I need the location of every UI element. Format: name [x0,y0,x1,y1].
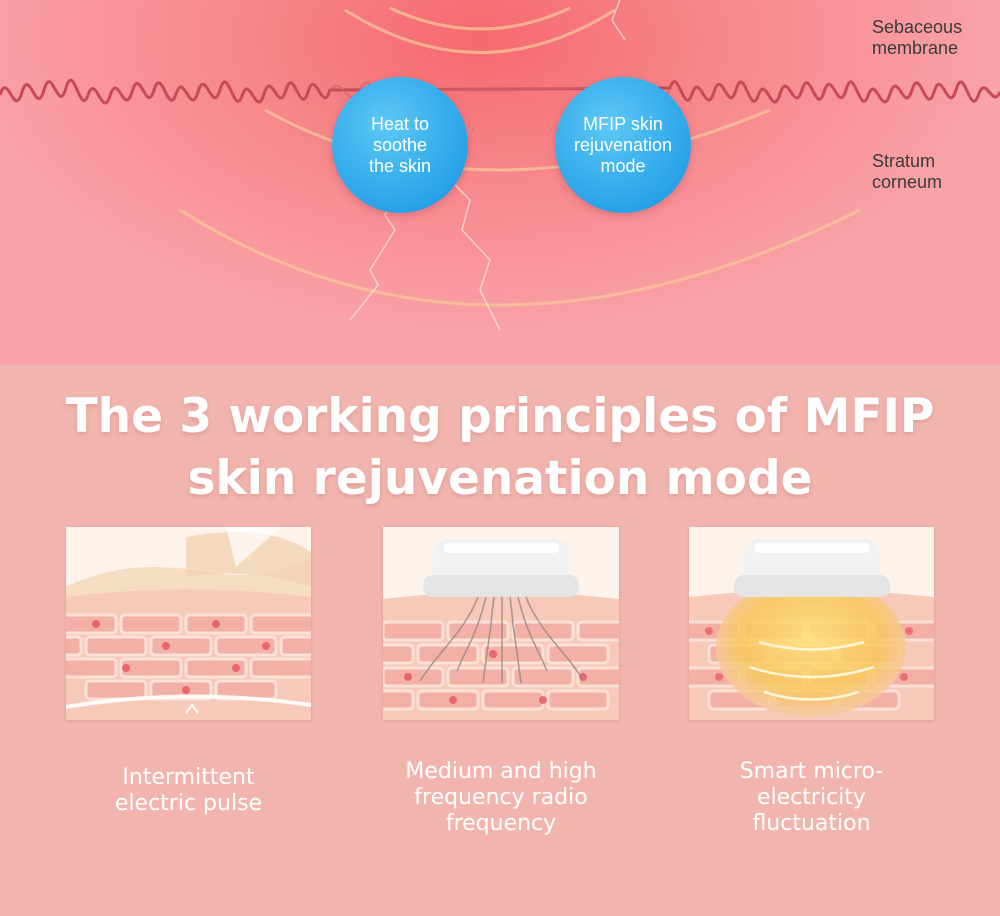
skin-wave-illustration [0,0,1000,331]
micro-current-device-icon [689,527,934,720]
skin-illustration: Heat to soothe the skin MFIP skin rejuve… [0,0,1000,365]
principle-caption-3: Smart micro- electricity fluctuation [739,759,884,836]
title-line-2: skin rejuvenation mode [187,451,813,506]
skin-layers-icon [66,527,311,720]
stratum-corneum-label: Stratum corneum [872,151,943,192]
title-line-1: The 3 working principles of MFIP [65,389,935,444]
principle-panel-1 [66,527,311,720]
principle-panel-3 [689,527,934,720]
principle-caption-1: Intermittent electric pulse [114,765,263,816]
sebaceous-membrane-label: Sebaceous membrane [872,17,963,58]
principle-panel-2 [383,527,619,720]
radio-frequency-device-icon [383,527,619,720]
page-title: The 3 working principles of MFIP skin re… [0,386,1000,510]
principle-caption-2: Medium and high frequency radio frequenc… [405,759,597,836]
heat-soothe-bubble: Heat to soothe the skin [332,77,468,213]
mfip-mode-bubble: MFIP skin rejuvenation mode [555,77,691,213]
